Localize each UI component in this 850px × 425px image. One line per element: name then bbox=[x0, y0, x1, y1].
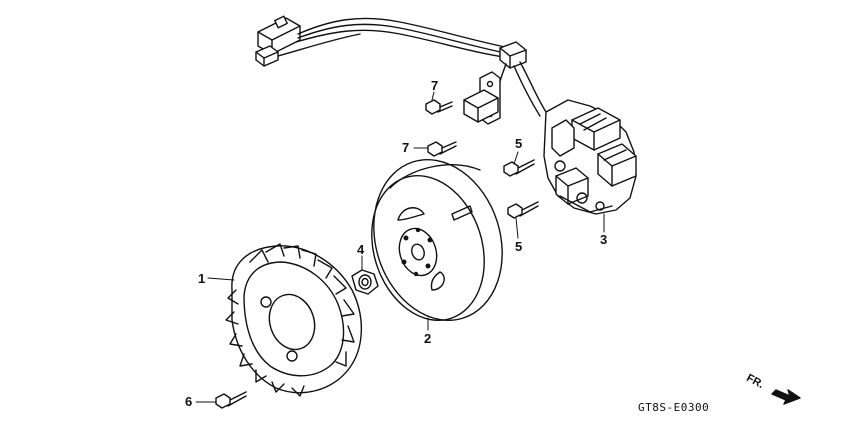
wire-harness bbox=[256, 16, 546, 124]
cooling-fan bbox=[226, 244, 361, 396]
stator bbox=[544, 100, 636, 214]
diagram-code: GT8S-E0300 bbox=[638, 401, 710, 414]
label-part-7-upper: 7 bbox=[431, 78, 439, 93]
leader-lines bbox=[196, 92, 604, 402]
bolt-7-lower bbox=[428, 142, 456, 156]
label-part-6: 6 bbox=[185, 394, 193, 409]
label-part-2: 2 bbox=[424, 331, 432, 346]
label-part-5-lower: 5 bbox=[515, 239, 523, 254]
label-part-3: 3 bbox=[600, 232, 608, 247]
label-part-1: 1 bbox=[198, 271, 206, 286]
flange-nut bbox=[352, 270, 378, 294]
bolt-7-upper bbox=[426, 100, 452, 114]
label-part-5-upper: 5 bbox=[515, 136, 523, 151]
bolt-5-upper bbox=[504, 160, 534, 176]
label-part-4: 4 bbox=[357, 242, 365, 257]
label-part-7-lower: 7 bbox=[402, 140, 410, 155]
front-direction-arrow bbox=[772, 390, 800, 404]
flywheel bbox=[354, 143, 523, 337]
bolt-6 bbox=[216, 392, 246, 408]
bolt-5-lower bbox=[508, 202, 538, 218]
